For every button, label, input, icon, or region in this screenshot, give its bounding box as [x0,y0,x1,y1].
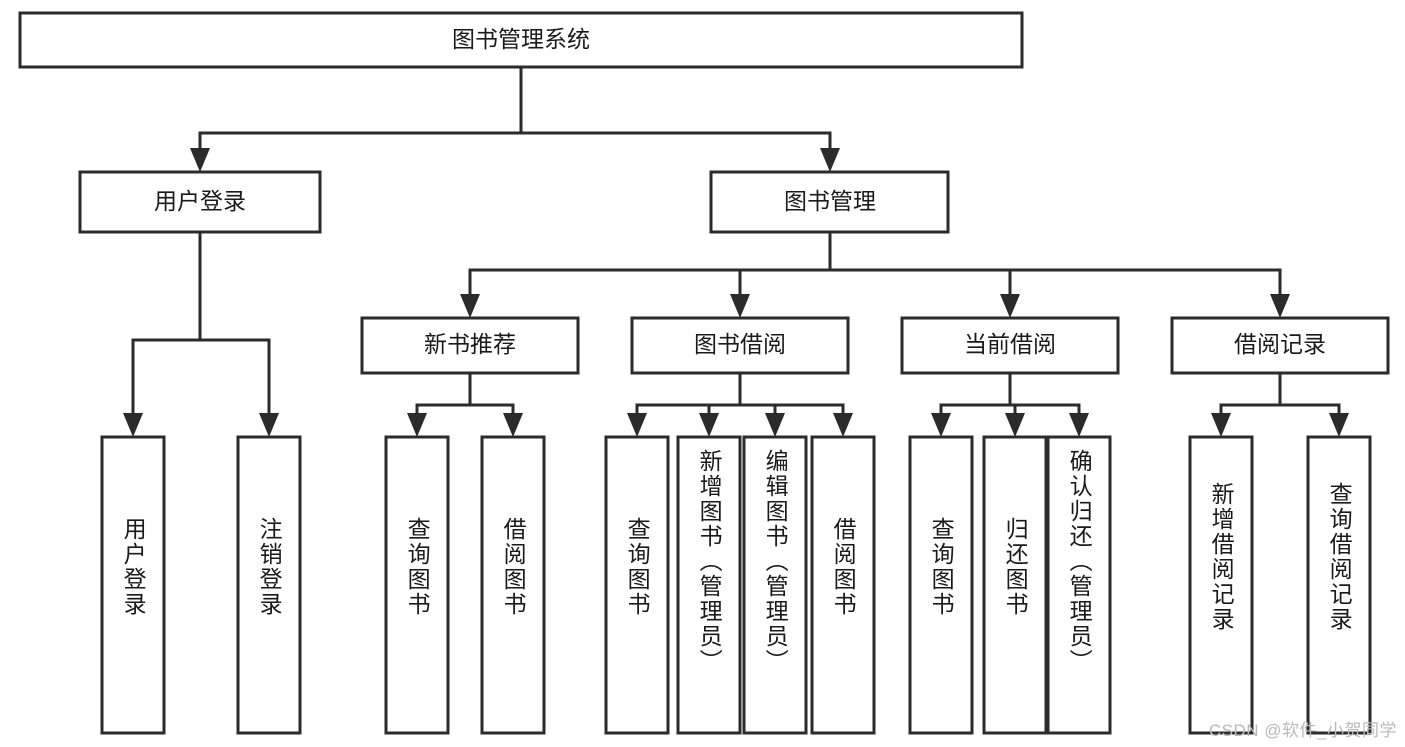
leaf-box-query-borrow-record[interactable] [1306,435,1372,735]
arrow-leaf-borrow-book-2 [833,413,853,437]
node-borrow-record-box[interactable] [1170,316,1390,375]
node-book-manage-box[interactable] [709,170,950,234]
arrow-leaf-query-book-1 [407,413,427,437]
leaf-box-logout[interactable] [236,435,302,735]
arrow-leaf-user-login [123,413,143,437]
leaf-box-add-book-admin[interactable] [676,435,742,735]
arrow-leaf-add-borrow-record [1211,413,1231,437]
connector-group-current-borrow-children [931,371,1089,437]
leaf-box-query-book-2[interactable] [604,435,670,735]
leaf-box-borrow-book-1[interactable] [480,435,546,735]
arrow-current-borrow [1000,294,1020,318]
node-user-login[interactable]: 用户登录 [78,170,322,234]
leaf-box-group [100,435,1372,735]
node-user-login-box[interactable] [78,170,322,234]
connector-group-user-login-children [123,230,279,437]
leaf-box-return-book[interactable] [982,435,1048,735]
node-book-manage-label: 图书管理 [784,188,876,214]
node-root-label: 图书管理系统 [452,26,590,52]
connector-group-book-borrow-children [627,371,853,437]
node-current-borrow-box[interactable] [900,316,1120,375]
leaf-box-borrow-book-2[interactable] [810,435,876,735]
arrow-leaf-edit-book-admin [765,413,785,437]
connector-group-root-to-level2 [190,65,840,172]
node-new-book-recommend-label: 新书推荐 [424,331,516,357]
leaf-box-query-book-3[interactable] [908,435,974,735]
arrow-to-user-login [190,148,210,172]
node-current-borrow-label: 当前借阅 [964,331,1056,357]
arrow-to-book-manage [820,148,840,172]
node-root[interactable]: 图书管理系统 [18,11,1024,69]
arrow-leaf-return-book [1005,413,1025,437]
node-book-manage[interactable]: 图书管理 [709,170,950,234]
leaf-box-add-borrow-record[interactable] [1188,435,1254,735]
node-borrow-record-label: 借阅记录 [1234,331,1326,357]
leaf-box-user-login[interactable] [100,435,166,735]
connector-group-new-book-recommend-children [407,371,523,437]
node-root-box[interactable] [18,11,1024,69]
arrow-leaf-borrow-book-1 [503,413,523,437]
arrow-leaf-logout [259,413,279,437]
arrow-leaf-query-book-2 [627,413,647,437]
arrow-leaf-add-book-admin [699,413,719,437]
leaf-box-confirm-return-admin[interactable] [1046,435,1112,735]
leaf-box-query-book-1[interactable] [384,435,450,735]
arrow-new-book-recommend [460,294,480,318]
node-user-login-label: 用户登录 [154,188,246,214]
arrow-borrow-record [1270,294,1290,318]
node-new-book-recommend-box[interactable] [360,316,580,375]
arrow-leaf-query-book-3 [931,413,951,437]
connector-group-book-manage-children [460,230,1290,318]
leaf-box-edit-book-admin[interactable] [742,435,808,735]
node-book-borrow-box[interactable] [630,316,850,375]
csdn-watermark: CSDN @软件_小贺同学 [1208,721,1397,740]
node-borrow-record[interactable]: 借阅记录 [1170,316,1390,375]
connector-group-borrow-record-children [1211,371,1349,437]
arrow-book-borrow [730,294,750,318]
arrow-leaf-query-borrow-record [1329,413,1349,437]
arrow-leaf-confirm-return-admin [1069,413,1089,437]
node-book-borrow-label: 图书借阅 [694,331,786,357]
node-book-borrow[interactable]: 图书借阅 [630,316,850,375]
node-new-book-recommend[interactable]: 新书推荐 [360,316,580,375]
node-current-borrow[interactable]: 当前借阅 [900,316,1120,375]
